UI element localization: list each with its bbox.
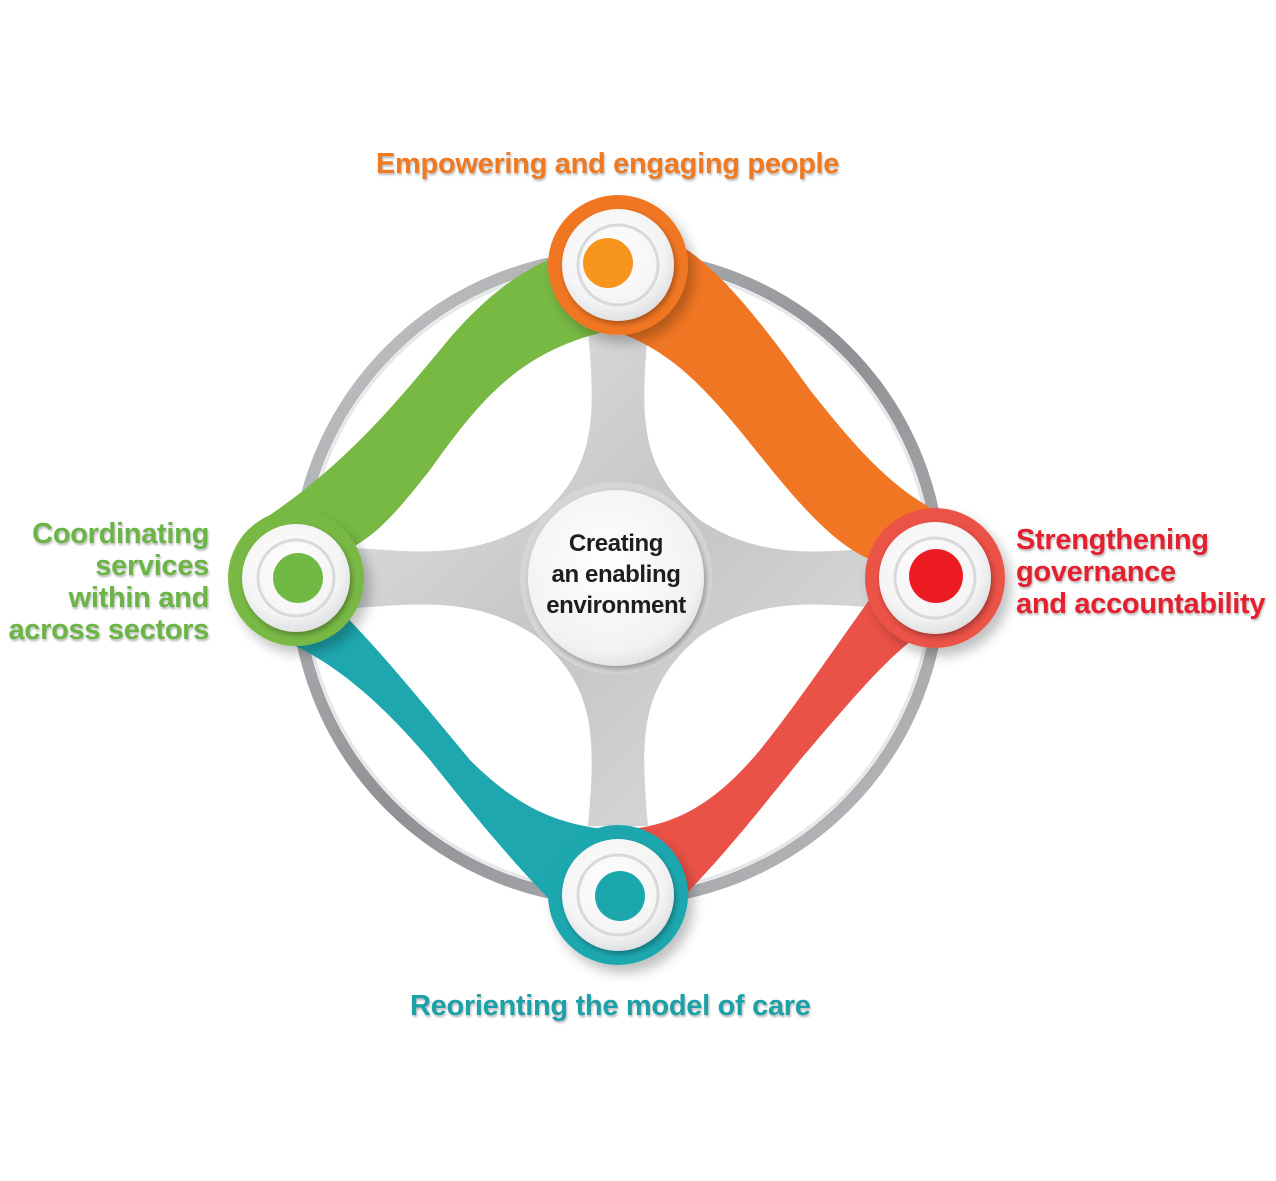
label-left-line-4: across sectors [8, 614, 209, 646]
band-red [625, 585, 945, 900]
label-reorienting-care: Reorienting the model of care [410, 990, 850, 1022]
label-right-line-3: and accountability [1016, 588, 1266, 620]
center-label: Creating an enabling environment [526, 528, 706, 621]
node-right [865, 508, 1005, 648]
node-bottom [548, 825, 688, 965]
band-teal [255, 600, 612, 905]
label-left-line-2: services [95, 550, 209, 582]
node-top [548, 195, 688, 335]
node-left [228, 510, 364, 646]
label-right-line-2: governance [1016, 556, 1176, 588]
band-orange [625, 245, 945, 565]
label-empowering-people: Empowering and engaging people [376, 148, 856, 180]
label-left-line-3: within and [68, 582, 210, 614]
label-bottom-line-1: Reorienting the model of care [410, 990, 811, 1022]
center-label-line-2: an enabling [551, 561, 681, 588]
label-coordinating-services: Coordinating services within and across … [0, 518, 209, 646]
center-node [520, 482, 712, 674]
dot-right [909, 549, 963, 603]
label-strengthening-governance: Strengthening governance and accountabil… [1016, 524, 1274, 620]
center-label-line-3: environment [546, 592, 686, 619]
band-green [255, 255, 612, 560]
label-left-line-1: Coordinating [32, 518, 209, 550]
dot-top [583, 238, 633, 288]
label-right-line-1: Strengthening [1016, 524, 1209, 556]
dot-bottom [595, 871, 645, 921]
label-top-line-1: Empowering and engaging people [376, 148, 840, 180]
dot-left [273, 553, 323, 603]
center-label-line-1: Creating [568, 530, 664, 557]
